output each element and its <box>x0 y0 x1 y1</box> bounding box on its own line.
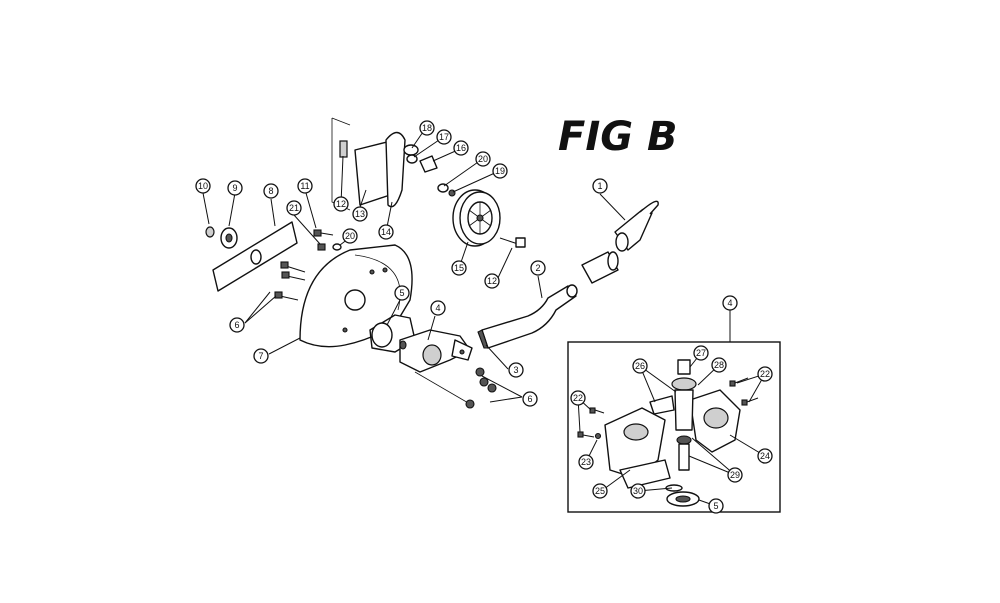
callout-23: 23 <box>578 454 594 470</box>
callout-1: 1 <box>592 178 608 194</box>
callout-29: 29 <box>727 467 743 483</box>
callout-9: 9 <box>227 180 243 196</box>
svg-text:5: 5 <box>713 501 718 511</box>
svg-text:16: 16 <box>456 143 466 153</box>
callout-18: 18 <box>419 120 435 136</box>
svg-text:17: 17 <box>439 132 449 142</box>
callout-4-detail: 4 <box>722 295 738 311</box>
svg-text:5: 5 <box>399 288 404 298</box>
callout-20-left: 20 <box>342 228 358 244</box>
callout-27: 27 <box>693 345 709 361</box>
svg-text:1: 1 <box>597 181 602 191</box>
svg-text:6: 6 <box>527 394 532 404</box>
svg-text:4: 4 <box>435 303 440 313</box>
wheel-part <box>452 189 501 247</box>
svg-text:2: 2 <box>535 263 540 273</box>
callout-6-lower: 6 <box>522 391 538 407</box>
callout-22-left: 22 <box>570 390 586 406</box>
svg-text:26: 26 <box>635 361 645 371</box>
gearbox-detail-inset <box>567 310 781 513</box>
handle-tube-part <box>477 284 578 349</box>
callout-7: 7 <box>253 348 269 364</box>
callout-13: 13 <box>352 206 368 222</box>
svg-text:22: 22 <box>760 369 770 379</box>
svg-text:25: 25 <box>595 486 605 496</box>
callout-8: 8 <box>263 183 279 199</box>
callout-11: 11 <box>297 178 313 194</box>
svg-text:9: 9 <box>232 183 237 193</box>
decal-plate-part <box>212 221 298 292</box>
svg-text:13: 13 <box>355 209 365 219</box>
svg-text:11: 11 <box>300 181 309 191</box>
callout-14: 14 <box>378 224 394 240</box>
callout-22-right: 22 <box>757 366 773 382</box>
blade-washer-part <box>205 226 238 249</box>
handle-knob-part <box>614 200 659 252</box>
svg-text:22: 22 <box>573 393 583 403</box>
callout-3: 3 <box>508 362 524 378</box>
gearbox-screws <box>414 367 497 409</box>
figure-title: FIG B <box>558 114 677 160</box>
guard-screws <box>274 229 342 301</box>
callout-15: 15 <box>451 260 467 276</box>
callout-20-top: 20 <box>475 151 491 167</box>
svg-text:20: 20 <box>478 154 488 164</box>
callout-12-top: 12 <box>333 196 349 212</box>
callout-5: 5 <box>394 285 410 301</box>
callout-12-bolt: 12 <box>484 273 500 289</box>
svg-text:10: 10 <box>198 181 208 191</box>
callout-30: 30 <box>630 483 646 499</box>
callout-5-detail: 5 <box>708 498 724 514</box>
grip-sleeve-part <box>581 251 619 284</box>
callout-6-upper: 6 <box>229 317 245 333</box>
svg-text:3: 3 <box>513 365 518 375</box>
callout-4: 4 <box>430 300 446 316</box>
svg-text:24: 24 <box>760 451 770 461</box>
detail-screws <box>577 377 759 440</box>
svg-text:29: 29 <box>730 470 740 480</box>
svg-text:23: 23 <box>581 457 591 467</box>
callout-26: 26 <box>632 358 648 374</box>
leader-lines <box>202 128 626 403</box>
svg-text:30: 30 <box>633 486 643 496</box>
callout-10: 10 <box>195 178 211 194</box>
svg-text:28: 28 <box>714 360 724 370</box>
callout-25: 25 <box>592 483 608 499</box>
callout-19: 19 <box>492 163 508 179</box>
callout-21: 21 <box>286 200 302 216</box>
svg-text:21: 21 <box>289 203 299 213</box>
svg-text:8: 8 <box>268 186 273 196</box>
svg-text:27: 27 <box>696 348 706 358</box>
callout-2: 2 <box>530 260 546 276</box>
svg-text:18: 18 <box>422 123 432 133</box>
svg-text:4: 4 <box>727 298 732 308</box>
svg-text:15: 15 <box>454 263 464 273</box>
callout-28: 28 <box>711 357 727 373</box>
svg-text:20: 20 <box>345 231 355 241</box>
callout-17: 17 <box>436 129 452 145</box>
svg-text:14: 14 <box>381 227 391 237</box>
svg-text:7: 7 <box>258 351 263 361</box>
handle-bracket-part <box>331 117 456 211</box>
svg-text:19: 19 <box>495 166 505 176</box>
svg-text:6: 6 <box>234 320 239 330</box>
svg-text:12: 12 <box>336 199 346 209</box>
svg-text:12: 12 <box>487 276 497 286</box>
wheel-bolt-part <box>499 237 526 248</box>
gearbox-assembly-part <box>369 314 473 373</box>
callout-16: 16 <box>453 140 469 156</box>
callout-24: 24 <box>757 448 773 464</box>
